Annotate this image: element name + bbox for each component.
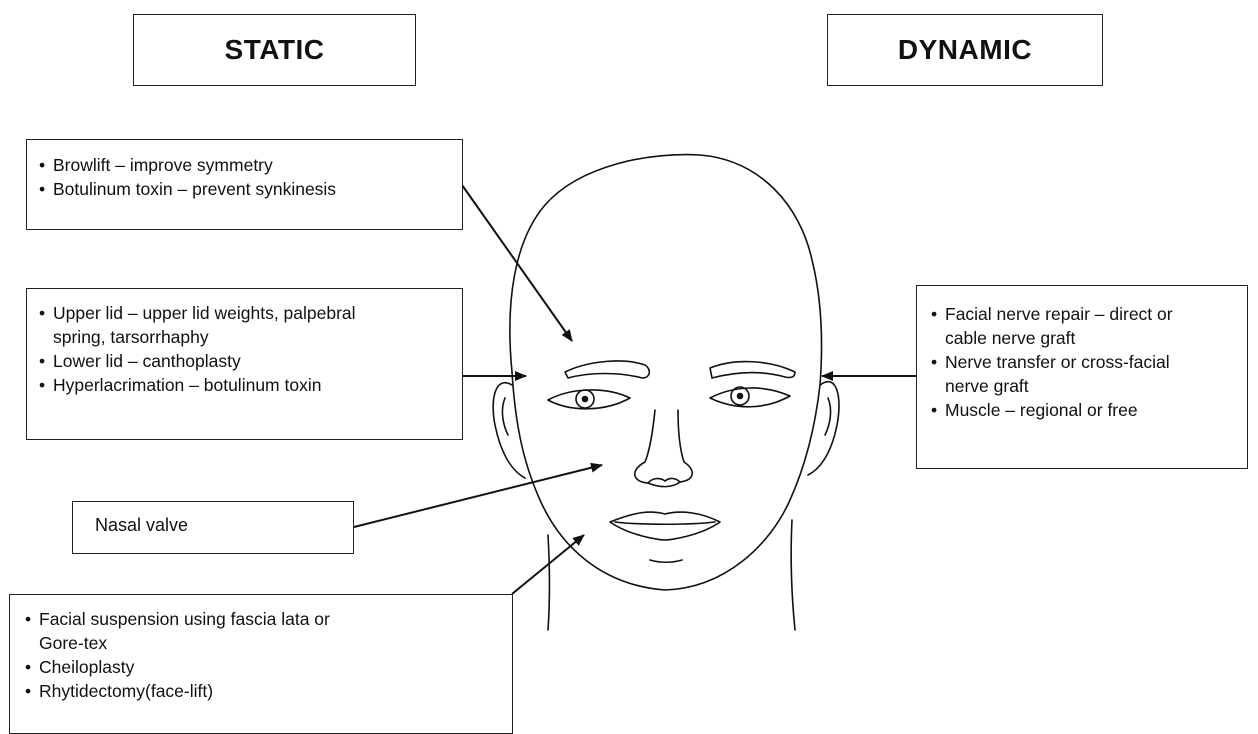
eyelid-item-1: Upper lid – upper lid weights, palpebral…	[39, 301, 383, 349]
brow-box: Browlift – improve symmetry Botulinum to…	[26, 139, 463, 230]
nose	[635, 410, 692, 487]
nasal-valve-box: Nasal valve	[72, 501, 354, 554]
arrow-nasal	[354, 465, 602, 527]
head-outline	[510, 155, 822, 385]
lower-face-item-1: Facial suspension using fascia lata or G…	[25, 607, 379, 655]
static-header-text: STATIC	[225, 34, 325, 66]
left-eyebrow	[565, 361, 649, 378]
dynamic-item-2: Nerve transfer or cross-facial nerve gra…	[931, 350, 1195, 398]
dynamic-item-3: Muscle – regional or free	[931, 398, 1233, 422]
right-eyebrow	[710, 362, 795, 378]
brow-item-2: Botulinum toxin – prevent synkinesis	[39, 177, 450, 201]
left-eye	[548, 390, 630, 409]
eyelid-item-3: Hyperlacrimation – botulinum toxin	[39, 373, 450, 397]
eyelid-item-2: Lower lid – canthoplasty	[39, 349, 450, 373]
dynamic-header-text: DYNAMIC	[898, 34, 1032, 66]
neck-right	[791, 520, 795, 630]
brow-item-1: Browlift – improve symmetry	[39, 153, 450, 177]
right-eye	[710, 388, 790, 407]
dynamic-item-1: Facial nerve repair – direct or cable ne…	[931, 302, 1215, 350]
static-header: STATIC	[133, 14, 416, 86]
neck-left	[548, 535, 550, 630]
dynamic-box: Facial nerve repair – direct or cable ne…	[916, 285, 1248, 469]
lower-face-item-2: Cheiloplasty	[25, 655, 497, 679]
eyelid-box: Upper lid – upper lid weights, palpebral…	[26, 288, 463, 440]
left-ear	[493, 383, 525, 478]
mouth	[610, 512, 720, 540]
lower-face-box: Facial suspension using fascia lata or G…	[9, 594, 513, 734]
nasal-valve-label: Nasal valve	[95, 515, 188, 535]
lower-face-item-3: Rhytidectomy(face-lift)	[25, 679, 497, 703]
arrow-brow	[462, 185, 572, 341]
dynamic-header: DYNAMIC	[827, 14, 1103, 86]
